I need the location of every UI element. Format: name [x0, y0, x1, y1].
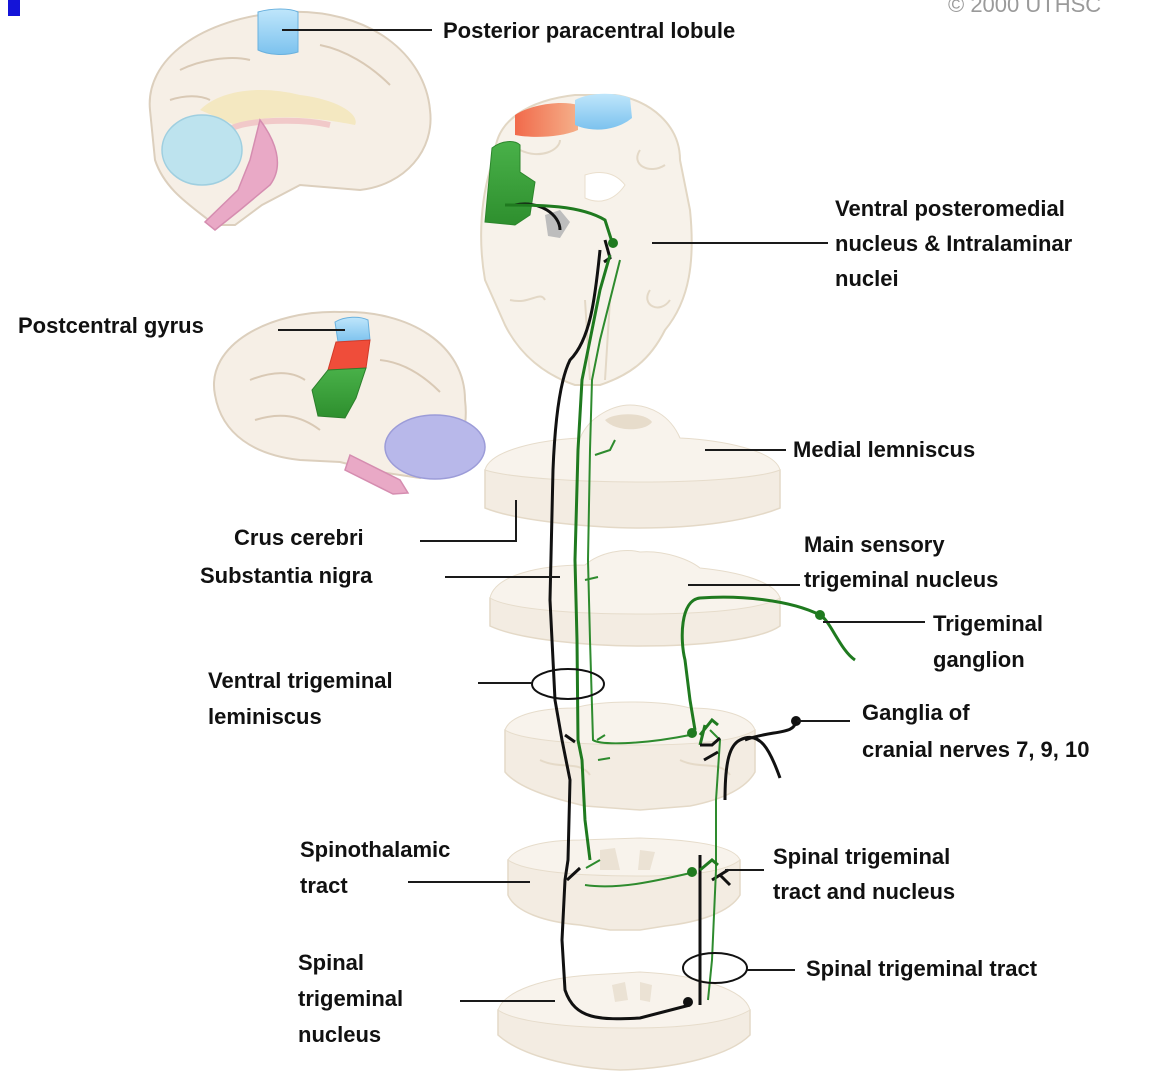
- label-spinal-trig-nucleus-line1: Spinal: [298, 950, 364, 975]
- label-spinal-trig-nucleus-line3: nucleus: [298, 1022, 381, 1047]
- label-medial-lemniscus: Medial lemniscus: [793, 437, 975, 462]
- label-trigeminal-ganglion-line1: Trigeminal: [933, 611, 1043, 636]
- label-posterior-paracentral-lobule: Posterior paracentral lobule: [443, 18, 735, 43]
- label-postcentral-gyrus: Postcentral gyrus: [18, 313, 204, 338]
- label-spinothalamic-line2: tract: [300, 873, 348, 898]
- label-vpm-line2: nucleus & Intralaminar: [835, 231, 1073, 256]
- lower-spinal-section: [498, 972, 750, 1070]
- label-vpm-line3: nuclei: [835, 266, 899, 291]
- label-vpm-line1: Ventral posteromedial: [835, 196, 1065, 221]
- label-substantia-nigra: Substantia nigra: [200, 563, 373, 588]
- copyright-text: © 2000 UTHSC: [948, 0, 1101, 17]
- label-spinal-trig-tract: Spinal trigeminal tract: [806, 956, 1038, 981]
- sagittal-brain: [150, 9, 431, 230]
- corner-marker: [8, 0, 20, 16]
- label-ganglia-line1: Ganglia of: [862, 700, 970, 725]
- label-ganglia-line2: cranial nerves 7, 9, 10: [862, 737, 1090, 762]
- lateral-brain: [214, 312, 485, 494]
- medulla-section: [505, 702, 755, 810]
- label-trigeminal-ganglion-line2: ganglion: [933, 647, 1025, 672]
- midbrain-section: [485, 405, 780, 528]
- label-ventral-trigeminal-line2: leminiscus: [208, 704, 322, 729]
- coronal-section: [481, 94, 692, 385]
- label-spinothalamic-line1: Spinothalamic: [300, 837, 450, 862]
- label-spinal-trig-tn-line1: Spinal trigeminal: [773, 844, 950, 869]
- label-main-sensory-line2: trigeminal nucleus: [804, 567, 998, 592]
- label-spinal-trig-tn-line2: tract and nucleus: [773, 879, 955, 904]
- label-crus-cerebri: Crus cerebri: [234, 525, 364, 550]
- label-spinal-trig-nucleus-line2: trigeminal: [298, 986, 403, 1011]
- label-ventral-trigeminal-line1: Ventral trigeminal: [208, 668, 393, 693]
- label-main-sensory-line1: Main sensory: [804, 532, 945, 557]
- upper-spinal-section: [508, 838, 740, 930]
